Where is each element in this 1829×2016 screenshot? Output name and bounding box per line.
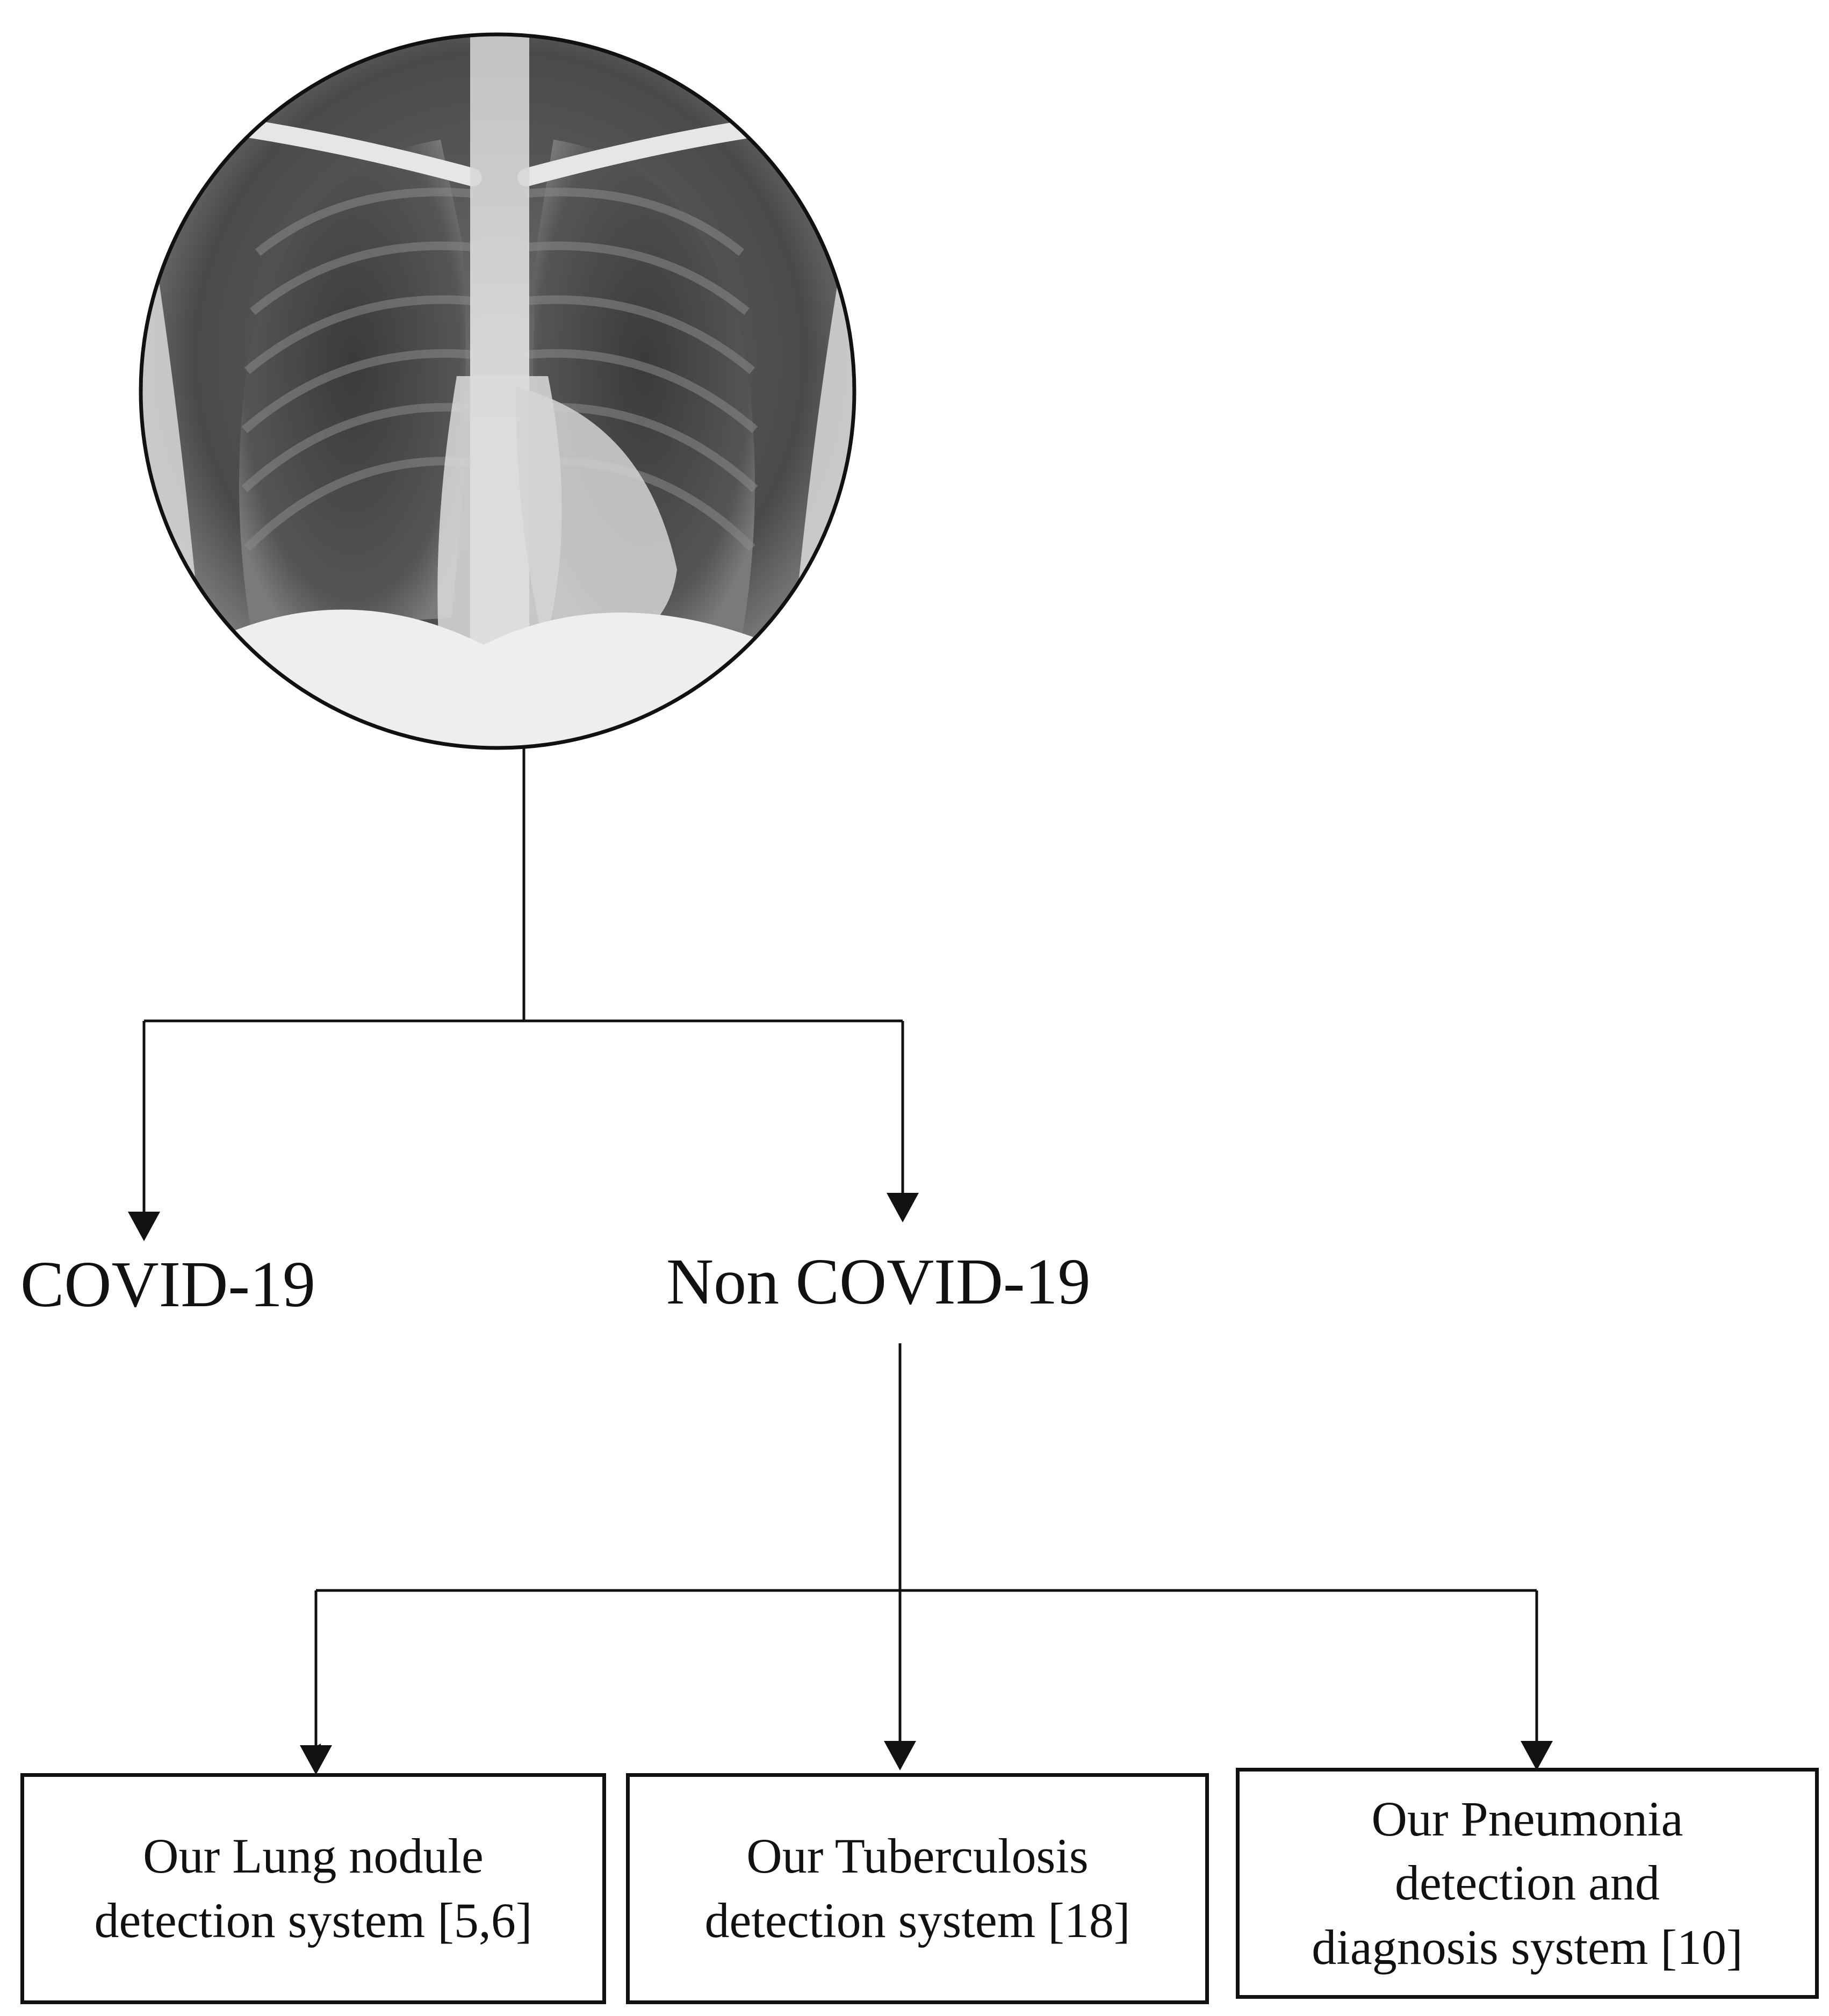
- pneumonia-system-text: Our Pneumonia detection and diagnosis sy…: [1312, 1787, 1742, 1980]
- xray-border: [139, 32, 856, 750]
- lung-nodule-system-box: Our Lung nodule detection system [5,6]: [20, 1773, 606, 2004]
- chest-xray-image: [141, 34, 854, 748]
- lung-nodule-line-1: Our Lung nodule: [143, 1828, 484, 1884]
- arrowhead-covid: [128, 1212, 160, 1241]
- lung-nodule-line-2: detection system [5,6]: [94, 1893, 532, 1948]
- arrowheads: [128, 1193, 1553, 1775]
- tuberculosis-system-text: Our Tuberculosis detection system [18]: [704, 1824, 1130, 1953]
- non-covid-19-label: Non COVID-19: [666, 1245, 1091, 1318]
- pneumonia-system-box: Our Pneumonia detection and diagnosis sy…: [1236, 1768, 1819, 1999]
- pneumonia-line-1: Our Pneumonia: [1371, 1791, 1683, 1846]
- arrowhead-lung-nodule: [300, 1745, 332, 1775]
- covid-19-label: COVID-19: [20, 1248, 315, 1321]
- connector-lines: [142, 748, 1542, 1749]
- arrowhead-pneumonia: [1521, 1741, 1553, 1770]
- tuberculosis-line-1: Our Tuberculosis: [746, 1828, 1089, 1884]
- tuberculosis-system-box: Our Tuberculosis detection system [18]: [626, 1773, 1209, 2004]
- tuberculosis-line-2: detection system [18]: [704, 1893, 1130, 1948]
- lung-nodule-system-text: Our Lung nodule detection system [5,6]: [94, 1824, 532, 1953]
- arrowhead-non-covid: [887, 1193, 919, 1222]
- pneumonia-line-2: detection and: [1394, 1855, 1660, 1911]
- pneumonia-line-3: diagnosis system [10]: [1312, 1919, 1743, 1975]
- arrowhead-tuberculosis: [884, 1741, 916, 1770]
